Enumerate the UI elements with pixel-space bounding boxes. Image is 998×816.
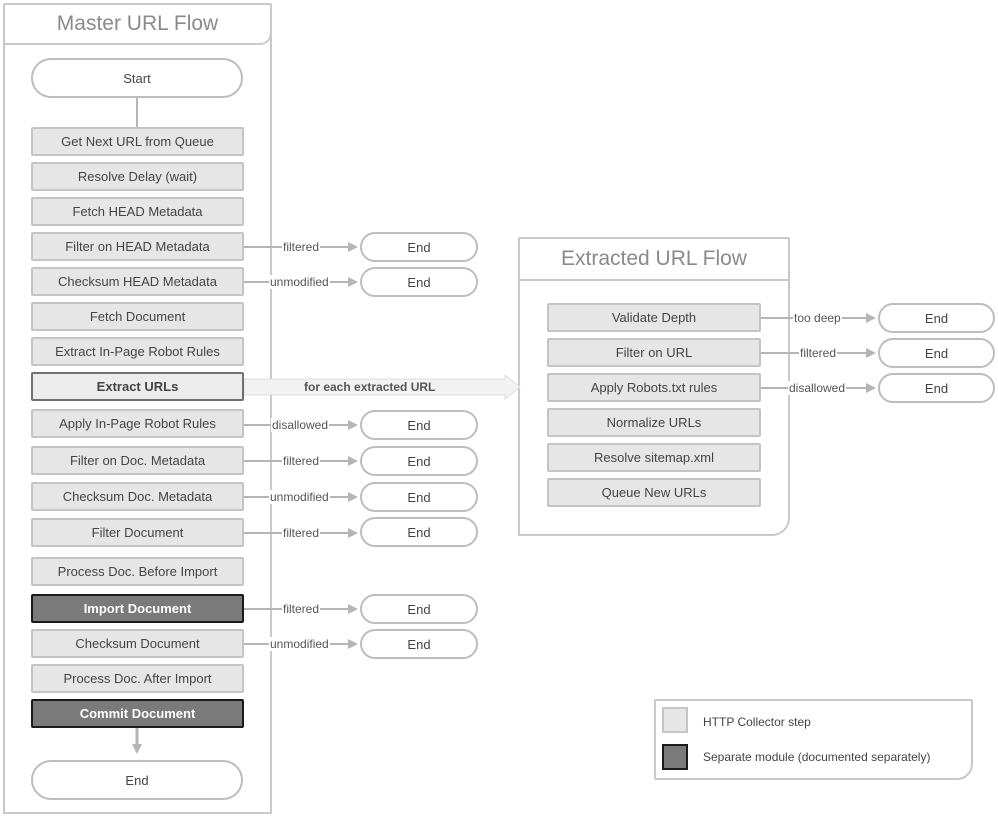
branch-label: disallowed [788, 381, 847, 395]
step-filter-doc-metadata: Filter on Doc. Metadata [31, 446, 244, 475]
branch-end: End [360, 232, 478, 262]
step-resolve-delay: Resolve Delay (wait) [31, 162, 244, 191]
step-extract-urls: Extract URLs [31, 372, 244, 401]
branch-end: End [360, 410, 478, 440]
extracted-flow-title: Extracted URL Flow [518, 237, 790, 281]
step-filter-document: Filter Document [31, 518, 244, 547]
step-apply-robots-txt: Apply Robots.txt rules [547, 373, 761, 402]
branch-label: filtered [282, 454, 321, 468]
branch-label: filtered [282, 526, 321, 540]
master-flow-title: Master URL Flow [3, 3, 272, 45]
branch-label: too deep [793, 311, 842, 325]
step-resolve-sitemap: Resolve sitemap.xml [547, 443, 761, 472]
branch-label: disallowed [271, 418, 330, 432]
step-checksum-doc-metadata: Checksum Doc. Metadata [31, 482, 244, 511]
step-filter-head-metadata: Filter on HEAD Metadata [31, 232, 244, 261]
legend [654, 699, 973, 780]
step-fetch-head-metadata: Fetch HEAD Metadata [31, 197, 244, 226]
branch-label: unmodified [269, 275, 330, 289]
branch-end: End [360, 517, 478, 547]
branch-end: End [360, 594, 478, 624]
start-terminal: Start [31, 58, 243, 98]
step-checksum-head-metadata: Checksum HEAD Metadata [31, 267, 244, 296]
step-validate-depth: Validate Depth [547, 303, 761, 332]
branch-end: End [878, 303, 995, 333]
branch-end: End [360, 629, 478, 659]
step-fetch-document: Fetch Document [31, 302, 244, 331]
legend-collector-label: HTTP Collector step [703, 715, 811, 729]
step-queue-new-urls: Queue New URLs [547, 478, 761, 507]
legend-module-label: Separate module (documented separately) [703, 750, 931, 764]
branch-label: filtered [282, 240, 321, 254]
step-checksum-document: Checksum Document [31, 629, 244, 658]
step-get-next-url: Get Next URL from Queue [31, 127, 244, 156]
branch-label: unmodified [269, 490, 330, 504]
legend-module-swatch [662, 744, 688, 770]
step-filter-on-url: Filter on URL [547, 338, 761, 367]
branch-label: unmodified [269, 637, 330, 651]
branch-end: End [360, 482, 478, 512]
branch-end: End [878, 373, 995, 403]
branch-end: End [360, 446, 478, 476]
step-apply-robot-rules: Apply In-Page Robot Rules [31, 409, 244, 438]
step-extract-robot-rules: Extract In-Page Robot Rules [31, 337, 244, 366]
step-commit-document: Commit Document [31, 699, 244, 728]
legend-collector-swatch [662, 707, 688, 733]
step-process-before-import: Process Doc. Before Import [31, 557, 244, 586]
for-each-extracted-url-label: for each extracted URL [304, 380, 436, 394]
step-import-document: Import Document [31, 594, 244, 623]
branch-label: filtered [282, 602, 321, 616]
end-terminal: End [31, 760, 243, 800]
step-normalize-urls: Normalize URLs [547, 408, 761, 437]
step-process-after-import: Process Doc. After Import [31, 664, 244, 693]
branch-label: filtered [799, 346, 838, 360]
branch-end: End [878, 338, 995, 368]
branch-end: End [360, 267, 478, 297]
